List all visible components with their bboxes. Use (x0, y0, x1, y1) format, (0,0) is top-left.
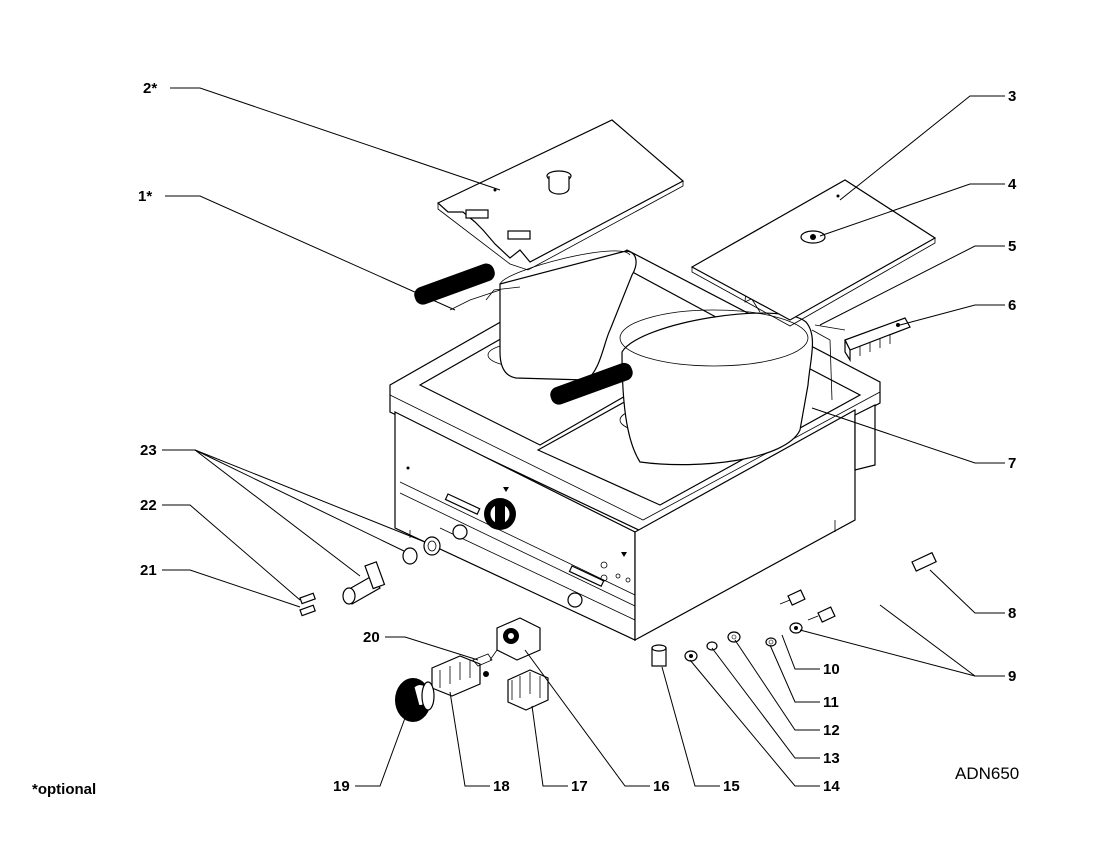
basket-right (550, 288, 833, 466)
thermostat (489, 617, 541, 661)
screws (299, 592, 316, 617)
callout-16: 16 (653, 778, 670, 795)
callout-18: 18 (493, 778, 510, 795)
callout-20: 20 (363, 629, 380, 646)
callout-labels: 1* 2* 3 4 5 6 7 8 9 10 11 12 13 14 15 16… (138, 80, 1017, 795)
callout-3: 3 (1008, 88, 1016, 105)
callout-21: 21 (140, 562, 157, 579)
clip (472, 653, 493, 667)
contactor (507, 669, 549, 711)
heating-element (779, 542, 966, 642)
footnote-optional: *optional (32, 781, 97, 798)
callout-10: 10 (823, 661, 840, 678)
callout-7: 7 (1008, 455, 1016, 472)
callout-8: 8 (1008, 605, 1016, 622)
model-code: ADN650 (955, 764, 1020, 783)
callout-22: 22 (140, 497, 157, 514)
callout-12: 12 (823, 722, 840, 739)
lid-right (690, 179, 937, 327)
lid-optional (436, 119, 685, 271)
terminal-strip (814, 317, 911, 363)
control-knob-part (395, 678, 435, 722)
basket-left (414, 250, 637, 381)
callout-5: 5 (1008, 238, 1016, 255)
main-control-knob (484, 487, 516, 530)
callout-23: 23 (140, 442, 157, 459)
callout-2: 2* (143, 80, 157, 97)
callout-19: 19 (333, 778, 350, 795)
callout-14: 14 (823, 778, 840, 795)
callout-11: 11 (823, 694, 839, 711)
callout-9: 9 (1008, 668, 1016, 685)
nuts-and-washers (684, 622, 803, 662)
drain-fitting (651, 644, 667, 667)
callout-4: 4 (1008, 176, 1017, 193)
rotary-switch (431, 655, 489, 697)
callout-15: 15 (723, 778, 740, 795)
callout-17: 17 (571, 778, 588, 795)
callout-13: 13 (823, 750, 840, 767)
callout-6: 6 (1008, 297, 1016, 314)
pilot-light-assembly (342, 536, 441, 605)
callout-1: 1* (138, 188, 152, 205)
leader-lines (162, 87, 1005, 787)
